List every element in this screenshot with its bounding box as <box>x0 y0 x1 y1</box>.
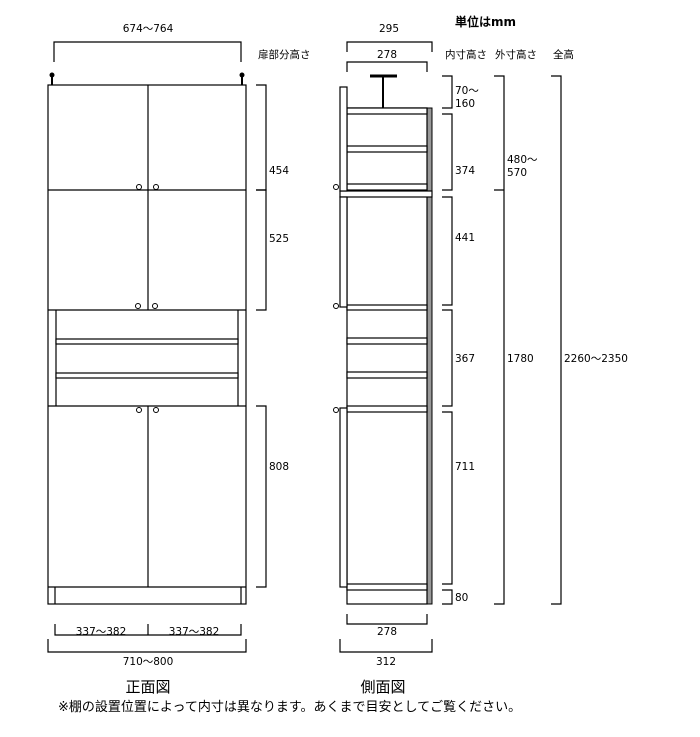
inner-height-2: 374 <box>455 165 475 177</box>
door-height-bracket-1 <box>256 84 267 191</box>
lower-doors <box>48 405 246 604</box>
bottom-depth-outer-bracket <box>339 639 433 653</box>
unit-label: 単位はmm <box>455 14 516 29</box>
bottom-depth-outer-label: 312 <box>376 656 396 668</box>
inner-width-left: 337〜382 <box>76 626 127 638</box>
footnote: ※棚の設置位置によって内寸は異なります。あくまで目安としてご覧ください。 <box>58 699 521 715</box>
open-shelf-section <box>55 310 239 406</box>
outer-height-header: 外寸高さ <box>495 48 537 61</box>
outer-width-label: 710〜800 <box>123 656 174 668</box>
inner-height-5: 711 <box>455 461 475 473</box>
door-height-header: 扉部分高さ <box>258 48 311 61</box>
inner-height-brackets <box>442 75 453 605</box>
inner-height-6: 80 <box>455 592 468 604</box>
side-doors <box>339 86 348 588</box>
door-knobs <box>135 184 159 413</box>
inner-height-top-1: 70〜 <box>455 85 479 97</box>
anti-tip-t-bar <box>370 74 397 108</box>
side-cabinet-body <box>346 107 428 605</box>
inner-width-bracket <box>54 624 242 636</box>
back-panel <box>426 107 433 605</box>
inner-height-header: 内寸高さ <box>445 48 487 61</box>
side-view: 295 278 内寸高さ <box>333 23 628 696</box>
top-depth-outer-bracket <box>346 41 433 52</box>
top-depth-outer-label: 295 <box>379 23 399 35</box>
total-height-label: 2260〜2350 <box>564 353 628 365</box>
door-height-3: 808 <box>269 461 289 473</box>
top-width-label: 674〜764 <box>123 23 174 35</box>
inner-height-top-2: 160 <box>455 98 475 110</box>
top-depth-inner-bracket <box>346 61 428 72</box>
bottom-depth-inner-bracket <box>346 614 428 625</box>
outer-height-bracket <box>494 75 505 605</box>
door-height-2: 525 <box>269 233 289 245</box>
outer-height-2: 1780 <box>507 353 534 365</box>
inner-height-4: 367 <box>455 353 475 365</box>
top-depth-inner-label: 278 <box>377 49 397 61</box>
outer-width-bracket <box>47 639 247 653</box>
top-width-bracket <box>53 41 242 62</box>
inner-width-right: 337〜382 <box>169 626 220 638</box>
upper-doors <box>48 85 246 311</box>
side-view-title: 側面図 <box>360 678 405 696</box>
side-knobs <box>333 184 339 413</box>
door-height-bracket-3 <box>256 405 267 588</box>
total-height-header: 全高 <box>553 48 574 61</box>
outer-height-1a: 480〜 <box>507 154 538 166</box>
inner-height-3: 441 <box>455 232 475 244</box>
front-view: 674〜764 <box>47 23 311 696</box>
outer-height-1b: 570 <box>507 167 527 179</box>
total-height-bracket <box>551 75 562 605</box>
door-height-bracket-2 <box>256 189 267 311</box>
anti-tip-posts <box>49 72 245 85</box>
front-view-title: 正面図 <box>125 678 170 696</box>
bottom-depth-inner-label: 278 <box>377 626 397 638</box>
door-height-1: 454 <box>269 165 289 177</box>
